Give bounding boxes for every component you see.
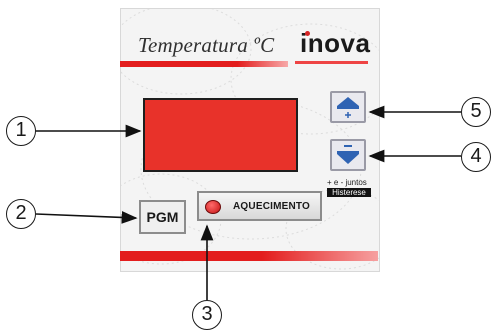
up-button[interactable] (330, 91, 366, 123)
led-indicator-icon (205, 200, 221, 214)
heating-indicator: AQUECIMENTO (197, 191, 322, 221)
callout-2: 2 (6, 199, 36, 229)
callout-3: 3 (192, 300, 222, 330)
brand-logo-dot (305, 31, 310, 36)
hysteresis-label: Histerese (327, 188, 371, 197)
brand-logo: inova (300, 28, 371, 58)
plus-minus-together-text: + e - juntos (327, 178, 367, 187)
top-red-stripe (120, 61, 288, 67)
heating-label: AQUECIMENTO (233, 201, 311, 212)
callout-5: 5 (461, 97, 491, 127)
arrow-2 (35, 211, 138, 224)
bottom-red-stripe (120, 251, 378, 261)
temperature-display (143, 98, 298, 172)
arrow-down-icon (337, 145, 359, 164)
arrow-up-icon (337, 97, 359, 118)
top-red-stripe-right (295, 61, 368, 64)
panel-title: Temperatura ºC (138, 33, 275, 57)
pgm-button[interactable]: PGM (139, 200, 186, 234)
callout-4: 4 (461, 142, 491, 172)
callout-1: 1 (6, 116, 36, 146)
down-button[interactable] (330, 139, 366, 171)
